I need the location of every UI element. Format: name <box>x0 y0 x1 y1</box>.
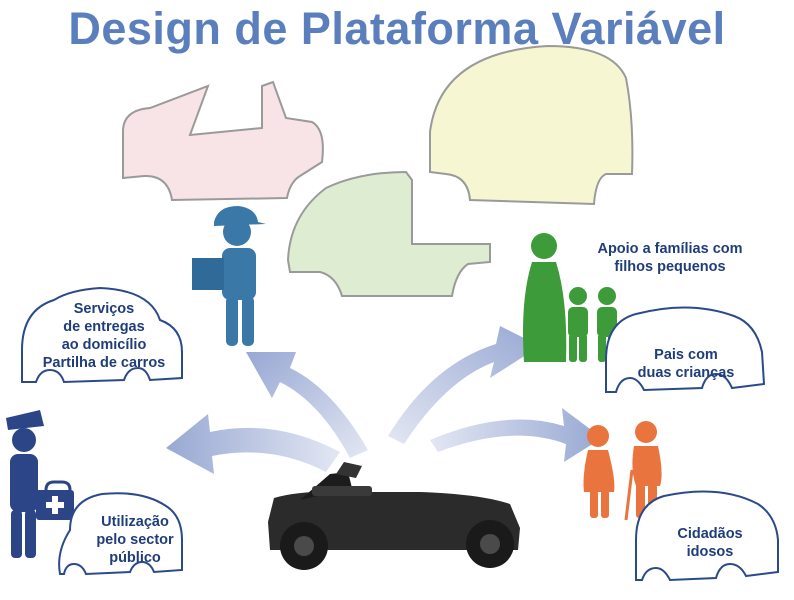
delivery-person-icon <box>192 206 266 346</box>
label-public-sector: Utilização pelo sector público <box>90 513 180 567</box>
label-family-support: Apoio a famílias com filhos pequenos <box>580 240 760 276</box>
label-delivery-line-1: Serviços <box>73 301 135 317</box>
label-delivery-line-2: de entregas <box>63 319 145 335</box>
label-delivery-services: Serviços de entregas ao domicílio Partil… <box>24 300 184 372</box>
label-families-line-2: filhos pequenos <box>614 259 726 275</box>
car-body-pickup <box>286 170 491 297</box>
car-body-van <box>429 44 634 206</box>
label-elderly-line-2: idosos <box>686 544 734 560</box>
label-parents-two-children: Pais com duas crianças <box>616 346 756 382</box>
arrow-up-right <box>388 326 540 444</box>
label-parents-line-2: duas crianças <box>637 365 735 381</box>
bubble-delivery[interactable] <box>21 286 183 384</box>
label-families-line-1: Apoio a famílias com <box>597 241 743 257</box>
arrow-up-left <box>246 352 368 458</box>
page-title: Design de Plataforma Variável <box>68 3 726 54</box>
label-elderly-line-1: Cidadãos <box>677 526 743 542</box>
arrow-left <box>166 414 340 474</box>
arrow-right <box>430 408 602 462</box>
label-elderly-citizens: Cidadãos idosos <box>650 525 770 561</box>
label-delivery-line-3: ao domicílio <box>61 337 147 353</box>
platform-chassis-icon <box>268 462 520 570</box>
label-delivery-line-4: Partilha de carros <box>42 355 166 371</box>
bubble-elderly[interactable] <box>635 490 779 582</box>
car-body-open-top <box>122 80 324 202</box>
nurse-medical-icon <box>6 410 74 558</box>
family-icon <box>523 233 617 362</box>
label-parents-line-1: Pais com <box>654 347 718 363</box>
bubble-public[interactable] <box>58 492 183 576</box>
label-public-line-1: Utilização <box>101 514 169 530</box>
label-public-line-3: público <box>109 550 161 566</box>
label-public-line-2: pelo sector <box>96 532 174 548</box>
bubble-parents[interactable] <box>605 306 766 393</box>
